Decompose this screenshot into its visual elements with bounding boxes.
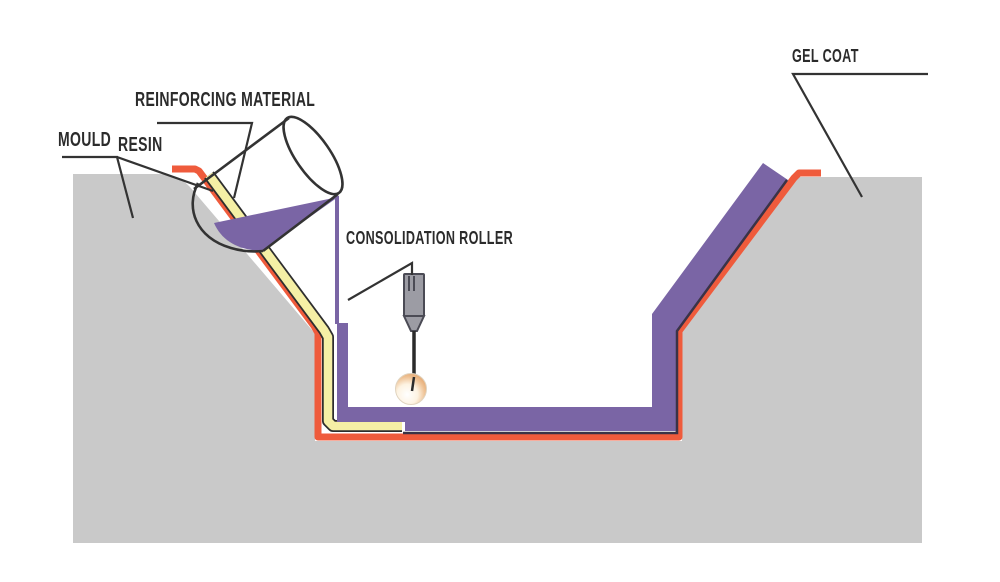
laminate-outline — [403, 179, 789, 435]
resin-layer — [205, 172, 402, 431]
gel-coat-layer — [172, 165, 821, 441]
roll-mouth-arc — [191, 182, 264, 253]
reinforcing-material-leader-line — [157, 121, 254, 199]
mould-body — [73, 174, 922, 543]
roll-edge-top — [193, 116, 290, 191]
label-resin: RESIN — [118, 134, 163, 156]
label-consolidation-roller: CONSOLIDATION ROLLER — [346, 228, 514, 248]
roll-edge-bottom — [262, 192, 339, 253]
resin-leader-line — [116, 155, 214, 193]
roller-taper — [402, 315, 426, 332]
roller-handle-slot — [408, 276, 415, 291]
reinforcement-roll — [191, 116, 339, 253]
consolidation-roller-leader-line — [347, 261, 414, 301]
laminate-layer — [337, 163, 788, 431]
label-gel-coat: GEL COAT — [792, 46, 859, 66]
label-reinforcing-material: REINFORCING MATERIAL — [135, 89, 316, 111]
consolidation-roller-tool — [395, 273, 427, 405]
label-mould: MOULD — [58, 129, 112, 151]
gel-coat-leader-line — [791, 72, 928, 198]
roller-shaft-tip — [410, 376, 416, 392]
leader-lines — [62, 72, 928, 301]
material-wedge — [214, 197, 338, 251]
roller-ball — [395, 373, 427, 405]
